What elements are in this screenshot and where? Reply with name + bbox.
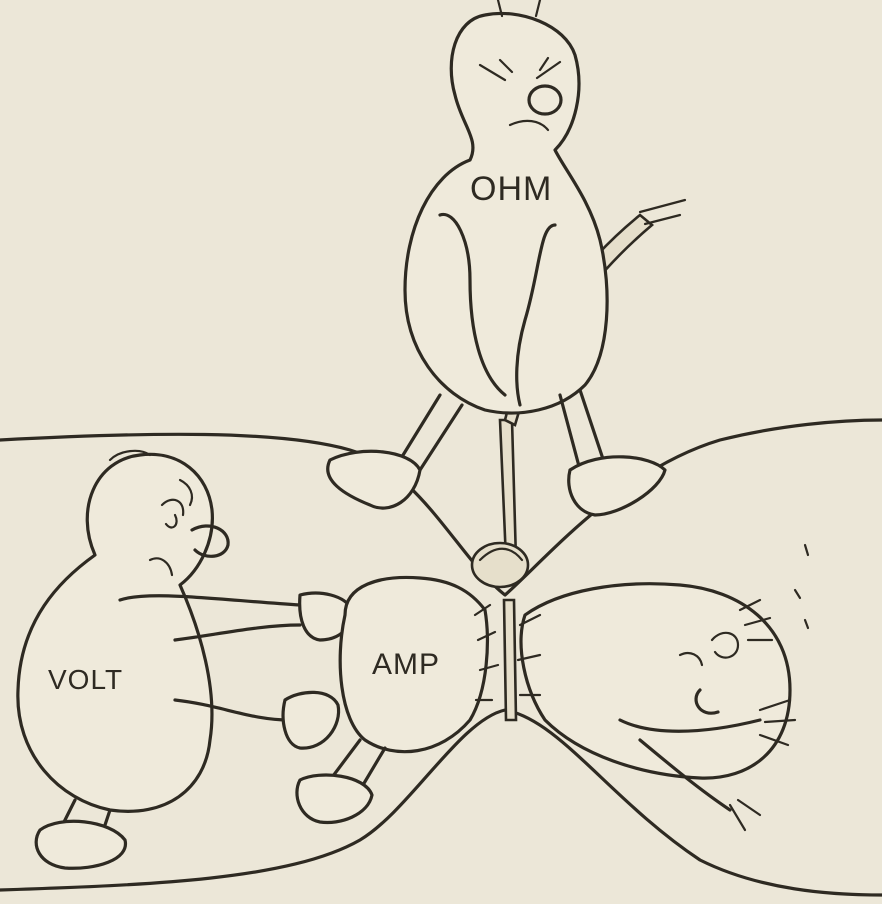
ohm-right-shoe — [567, 455, 667, 517]
volt-character — [16, 449, 357, 870]
volt-front-shoe — [34, 819, 127, 870]
ohm-label: OHM — [470, 170, 553, 208]
volt-label: VOLT — [48, 664, 124, 695]
amp-front-half — [519, 582, 792, 780]
volt-back-shoe — [281, 690, 341, 750]
ohm-mouth — [527, 84, 563, 116]
ohm-character — [326, 0, 667, 517]
amp-shoe — [295, 773, 374, 825]
ohm-left-shoe — [326, 449, 422, 510]
amp-character — [295, 543, 810, 832]
amp-label: AMP — [372, 648, 441, 681]
